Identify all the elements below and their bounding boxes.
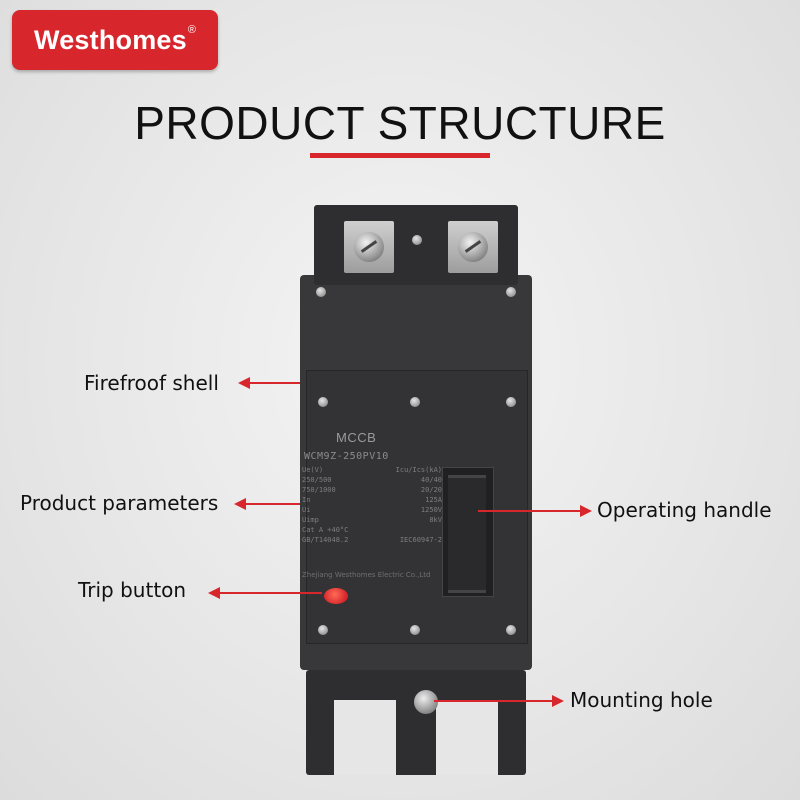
- label-operating-handle: Operating handle: [597, 498, 772, 522]
- rivet-icon: [318, 625, 328, 635]
- breaker-top-terminals: [314, 205, 518, 285]
- rivet-icon: [506, 287, 516, 297]
- device-type-label: MCCB: [336, 430, 377, 445]
- spec-row: Cat A +40°C: [302, 525, 442, 535]
- spec-cell: 1250V: [420, 506, 442, 514]
- spec-cell: Ui: [302, 506, 311, 514]
- bottom-slot-left: [334, 700, 396, 775]
- arrow-mounting-icon: [434, 695, 564, 707]
- operating-handle[interactable]: [448, 475, 486, 593]
- registered-mark: ®: [187, 24, 196, 36]
- arrow-parameters-icon: [234, 498, 300, 510]
- rivet-icon: [318, 397, 328, 407]
- spec-row: GB/T14048.2 IEC60947-2: [302, 535, 442, 545]
- spec-cell: Icu/Ics(kA): [395, 466, 442, 474]
- arrow-fireproof-icon: [238, 377, 300, 389]
- brand-logo: Westhomes ®: [12, 10, 218, 70]
- label-product-parameters: Product parameters: [20, 491, 219, 515]
- spec-cell: IEC60947-2: [399, 536, 442, 544]
- device-maker: Zhejiang Westhomes Electric Co.,Ltd: [302, 571, 431, 579]
- rivet-icon: [410, 397, 420, 407]
- page-title: PRODUCT STRUCTURE: [134, 97, 666, 149]
- spec-row: In 125A: [302, 495, 442, 505]
- spec-cell: 125A: [425, 496, 442, 504]
- spec-cell: In: [302, 496, 311, 504]
- breaker-image: MCCB WCM9Z-250PV10 Ue(V)Icu/Ics(kA)250/5…: [296, 205, 536, 780]
- spec-cell: 250/500: [302, 476, 332, 484]
- terminal-right: [448, 221, 498, 273]
- spec-cell: Ue(V): [302, 466, 324, 474]
- bottom-slot-right: [436, 700, 498, 775]
- spec-cell: 40/40: [420, 476, 442, 484]
- label-mounting-hole: Mounting hole: [570, 688, 713, 712]
- spec-cell: 8kV: [429, 516, 442, 524]
- terminal-left: [344, 221, 394, 273]
- spec-cell: Uimp: [302, 516, 319, 524]
- spec-row: 250/500 40/40: [302, 475, 442, 485]
- spec-cell: Cat A +40°C: [302, 526, 349, 534]
- rivet-icon: [506, 625, 516, 635]
- trip-button[interactable]: [324, 588, 348, 604]
- breaker-bottom: [306, 670, 526, 775]
- brand-name: Westhomes: [34, 24, 187, 55]
- label-trip-button: Trip button: [78, 578, 187, 602]
- device-model: WCM9Z-250PV10: [304, 451, 389, 462]
- spec-row: Ui 1250V: [302, 505, 442, 515]
- rivet-icon: [316, 287, 326, 297]
- spec-cell: 20/20: [420, 486, 442, 494]
- spec-cell: GB/T14048.2: [302, 536, 349, 544]
- arrow-trip-icon: [208, 587, 322, 599]
- spec-row: Ue(V) Icu/Ics(kA): [302, 465, 442, 475]
- spec-row: Uimp 8kV: [302, 515, 442, 525]
- spec-row: 750/1000 20/20: [302, 485, 442, 495]
- label-fireproof-shell: Firefroof shell: [84, 371, 219, 395]
- title-underline: [310, 153, 490, 158]
- terminal-screw-icon: [354, 232, 384, 262]
- arrow-handle-icon: [478, 505, 592, 517]
- device-specs: Ue(V) Icu/Ics(kA) 250/500 40/40 750/1000 20/2…: [302, 465, 442, 545]
- rivet-icon: [412, 235, 422, 245]
- rivet-icon: [506, 397, 516, 407]
- spec-cell: 750/1000: [302, 486, 336, 494]
- rivet-icon: [410, 625, 420, 635]
- terminal-screw-icon: [458, 232, 488, 262]
- mounting-screw-icon: [414, 690, 438, 714]
